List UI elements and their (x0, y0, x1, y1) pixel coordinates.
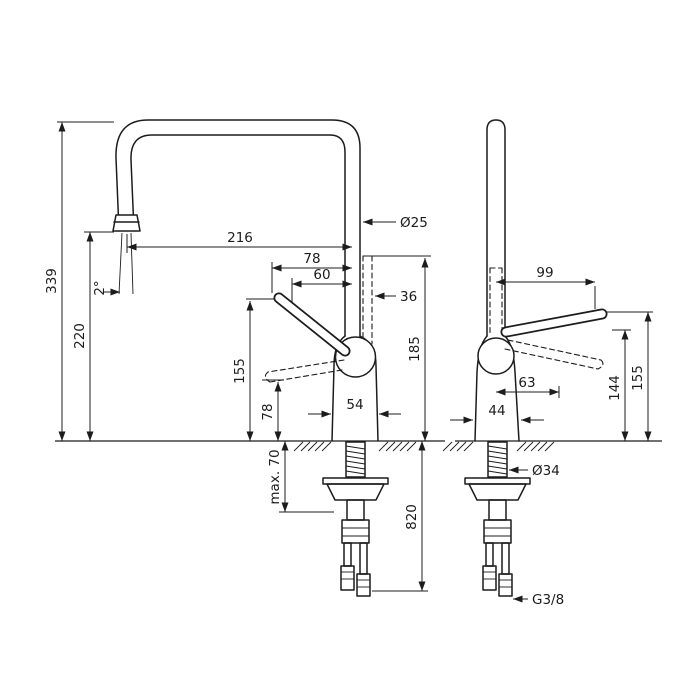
mounting-hardware-side (464, 441, 531, 597)
spray-lines (118, 232, 134, 295)
ball-joint-side (477, 337, 515, 375)
pipe-side (486, 119, 506, 337)
dim-spray-angle: 2° (92, 280, 108, 295)
dim-handle-projection: 78 (303, 251, 320, 267)
dim-handle-low-height: 78 (260, 403, 276, 420)
dim-spout-diameter: Ø25 (400, 215, 428, 231)
front-view: 339 220 2° 216 78 60 Ø25 36 (44, 119, 445, 597)
handle-low-hidden-side (504, 339, 604, 370)
dim-spout-outlet-height: 220 (72, 323, 88, 349)
dim-shank-diameter: Ø34 (532, 463, 560, 479)
spout-outline (115, 119, 361, 337)
dim-handle-projection-open: 60 (313, 267, 330, 283)
handle-low-hidden (264, 359, 345, 383)
dim-handle-tip-height-side: 155 (630, 365, 646, 391)
dim-reach: 216 (227, 230, 253, 246)
dim-handle-width: 36 (400, 289, 417, 305)
dim-hose-length: 820 (404, 504, 420, 530)
dim-mounting-max: max. 70 (267, 449, 283, 504)
dim-handle-offset-side: 63 (518, 375, 535, 391)
handle-side (500, 308, 608, 338)
counter-side (442, 440, 662, 452)
handle-front (273, 292, 351, 357)
handle-up-hidden (362, 255, 373, 345)
aerator (112, 214, 141, 232)
mounting-hardware-front (322, 441, 389, 597)
cartridge-hidden (489, 267, 503, 335)
side-view: 99 63 144 155 44 Ø34 G3/8 (442, 119, 662, 608)
dim-body-height-side: 144 (607, 375, 623, 401)
dim-total-height: 339 (44, 268, 60, 294)
dim-base-width-front: 54 (346, 397, 363, 413)
dimensions-side: 99 63 144 155 44 Ø34 G3/8 (450, 265, 653, 608)
dim-handle-reach-side: 99 (536, 265, 553, 281)
dim-connection-thread: G3/8 (532, 592, 564, 608)
dim-handle-up-height: 185 (407, 336, 423, 362)
counter-front (55, 440, 445, 452)
dim-base-width-side: 44 (488, 403, 505, 419)
dim-handle-tip-height: 155 (232, 358, 248, 384)
dimensions-front: 339 220 2° 216 78 60 Ø25 36 (44, 121, 431, 592)
